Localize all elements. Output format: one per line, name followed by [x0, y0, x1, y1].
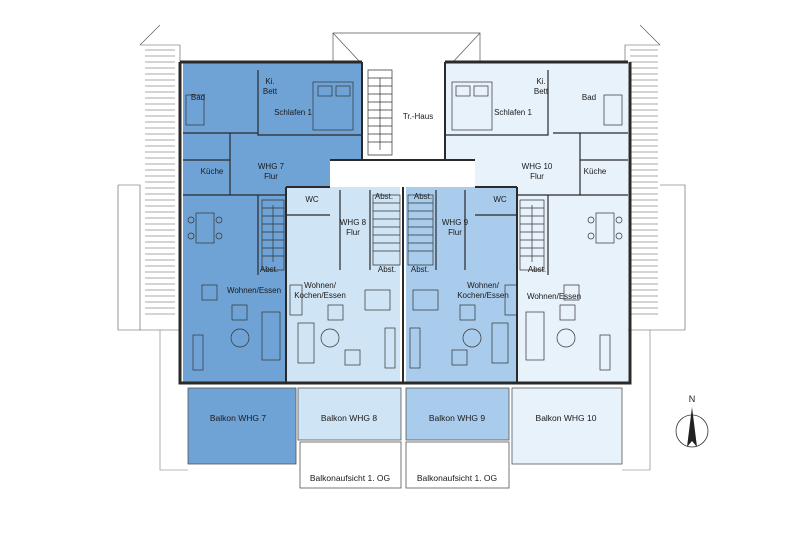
label-abst-9-top: Abst. — [413, 192, 433, 201]
walls — [178, 60, 632, 385]
label-wohnen-9: Wohnen/ Kochen/Essen — [457, 281, 509, 300]
label-abst-8-bottom: Abst. — [377, 265, 397, 274]
label-kueche-left: Küche — [200, 167, 224, 176]
whg8-area — [286, 187, 400, 383]
label-balkon-whg7: Balkon WHG 7 — [209, 413, 267, 423]
label-kibett-right: Ki. Bett — [533, 77, 549, 96]
label-balkonaufsicht-left: Balkonaufsicht 1. OG — [309, 473, 391, 483]
stairwell — [362, 62, 445, 160]
label-whg9-flur: WHG 9 Flur — [441, 218, 469, 237]
north-label: N — [688, 394, 696, 404]
label-bad-right: Bad — [581, 93, 597, 102]
label-wc-right: WC — [493, 195, 507, 204]
label-abst-10: Abst. — [527, 265, 547, 274]
north-arrow-icon — [672, 393, 712, 455]
balkon-whg8 — [297, 387, 402, 441]
label-wohnen-7: Wohnen/Essen — [226, 286, 282, 295]
label-schlafen-left: Schlafen 1 — [274, 108, 312, 117]
roof-hatch-right — [624, 24, 686, 331]
balcony-outline — [159, 330, 651, 471]
label-kibett-left: Ki. Bett — [262, 77, 278, 96]
label-balkon-whg9: Balkon WHG 9 — [428, 413, 486, 423]
label-whg7-flur: WHG 7 Flur — [257, 162, 285, 181]
balkon-whg10 — [511, 387, 623, 465]
label-whg8-flur: WHG 8 Flur — [339, 218, 367, 237]
label-abst-7: Abst. — [259, 265, 279, 274]
dormer-top — [332, 32, 481, 63]
label-balkonaufsicht-right: Balkonaufsicht 1. OG — [416, 473, 498, 483]
label-wohnen-8: Wohnen/ Kochen/Essen — [294, 281, 346, 300]
label-treppenhaus: Tr.-Haus — [402, 112, 434, 121]
label-balkon-whg10: Balkon WHG 10 — [535, 413, 597, 423]
label-abst-8-top: Abst. — [374, 192, 394, 201]
label-wohnen-10: Wohnen/Essen — [526, 292, 582, 301]
label-kueche-right: Küche — [583, 167, 607, 176]
whg7-area — [180, 62, 362, 383]
whg10-area — [445, 62, 628, 383]
stairs — [261, 69, 545, 271]
label-balkon-whg8: Balkon WHG 8 — [320, 413, 378, 423]
balkonaufsicht-left — [299, 441, 402, 489]
balkon-whg9 — [405, 387, 510, 441]
label-abst-9-bottom: Abst. — [410, 265, 430, 274]
balkonaufsicht-right — [405, 441, 510, 489]
balkon-whg7 — [187, 387, 297, 465]
label-wc-left: WC — [305, 195, 319, 204]
label-whg10-flur: WHG 10 Flur — [521, 162, 553, 181]
furniture — [185, 81, 623, 371]
roof-hatch-left — [117, 24, 181, 331]
label-bad-left: Bad — [190, 93, 206, 102]
label-schlafen-right: Schlafen 1 — [494, 108, 532, 117]
